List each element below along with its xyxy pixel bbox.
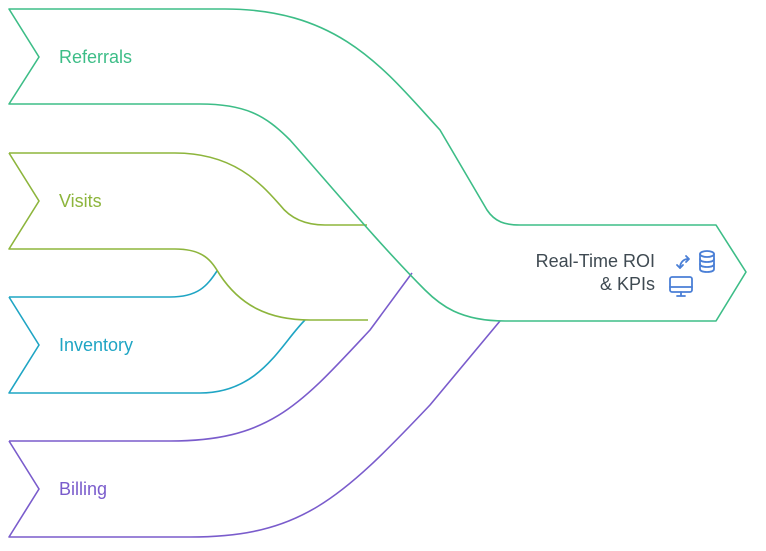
source-band-billing <box>8 272 501 538</box>
target-label-line1: Real-Time ROI <box>535 251 655 271</box>
inventory-band-outline <box>9 270 218 298</box>
source-band-visits <box>8 152 368 321</box>
sync-arrow-icon <box>676 264 684 269</box>
database-icon <box>699 263 715 268</box>
visits-band-outline <box>8 152 368 321</box>
monitor-icon <box>669 276 693 293</box>
monitor-icon <box>676 291 686 297</box>
target-label: Real-Time ROI & KPIs <box>455 250 655 296</box>
inventory-band-outline <box>8 296 306 394</box>
target-label-line2: & KPIs <box>599 274 655 294</box>
billing-band-outline <box>9 272 413 442</box>
source-label-inventory: Inventory <box>59 335 134 355</box>
database-icon <box>699 258 715 263</box>
database-icon <box>699 253 715 273</box>
source-band-referrals <box>8 8 747 322</box>
referrals-band-outline <box>8 8 747 322</box>
dashboard-sync-database-icon <box>669 250 715 297</box>
source-label-referrals: Referrals <box>59 47 133 67</box>
visits-band-outline <box>9 152 367 226</box>
source-label-billing: Billing <box>59 479 108 499</box>
source-label-visits: Visits <box>59 191 102 211</box>
sync-arrow-icon <box>679 258 689 269</box>
billing-band-outline <box>8 320 501 538</box>
source-band-inventory <box>8 270 306 394</box>
sync-arrow-icon <box>685 255 690 263</box>
database-icon <box>699 250 715 258</box>
